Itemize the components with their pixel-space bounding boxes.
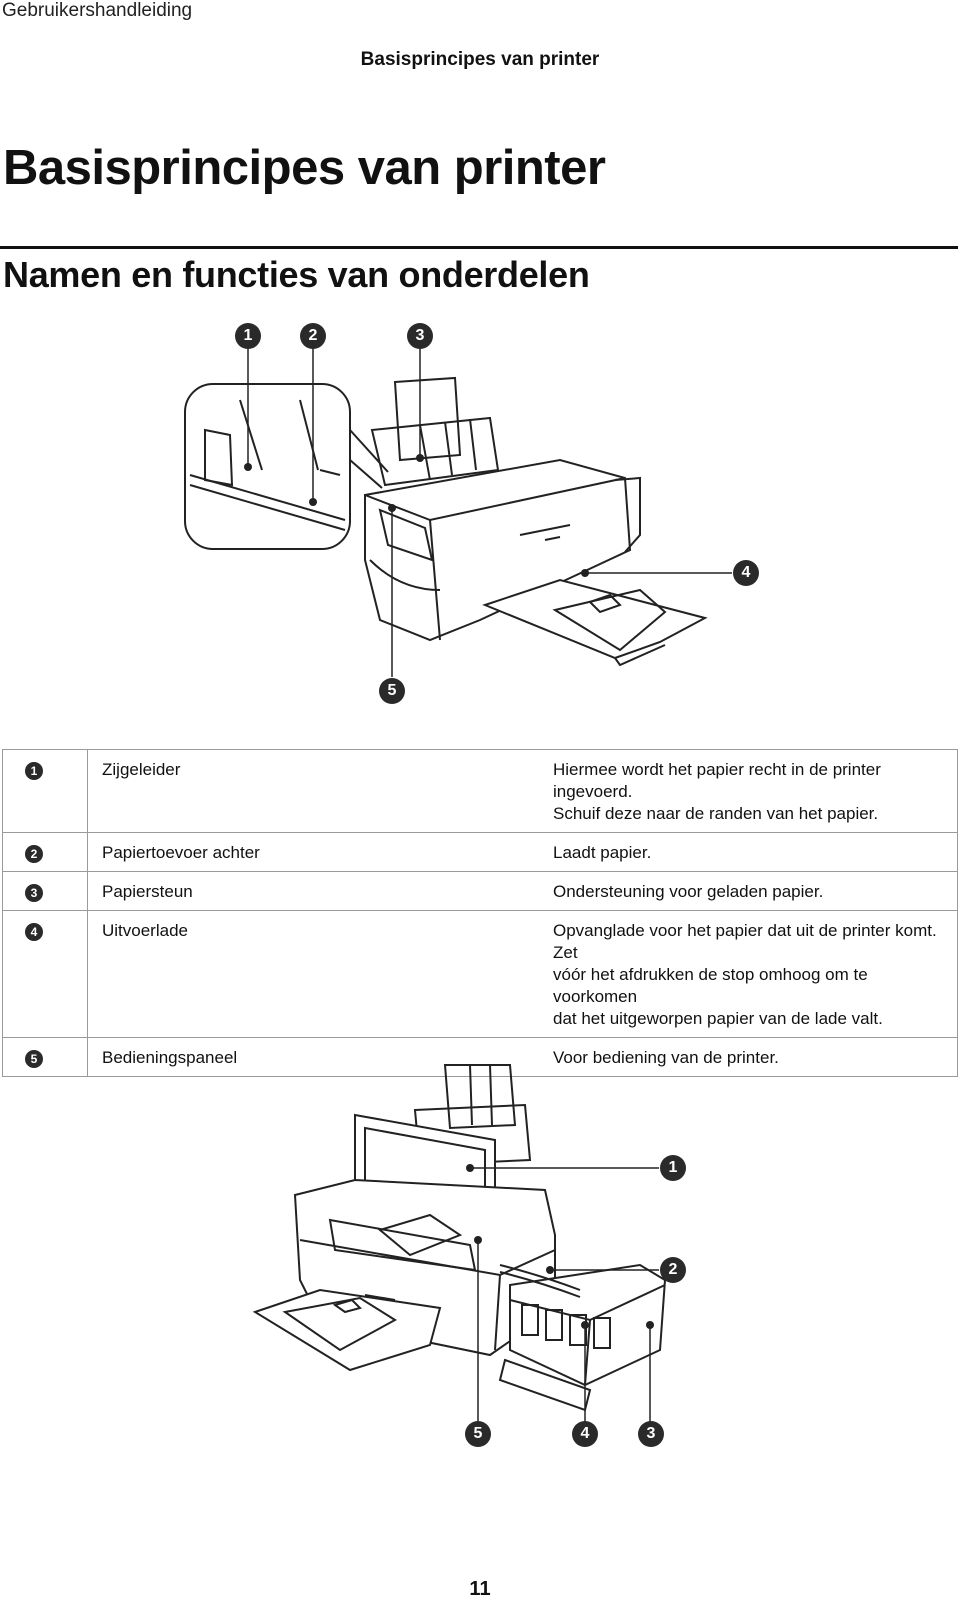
part-description: Ondersteuning voor geladen papier. (541, 871, 958, 911)
row-callout: 4 (25, 923, 43, 941)
row-callout: 2 (25, 845, 43, 863)
table-row: 1 Zijgeleider Hiermee wordt het papier r… (2, 749, 958, 833)
title-rule (0, 246, 958, 249)
part-description: Hiermee wordt het papier recht in de pri… (541, 749, 958, 833)
callout-2: 2 (660, 1257, 686, 1283)
table-row: 5 Bedieningspaneel Voor bediening van de… (2, 1037, 958, 1077)
callout-4: 4 (733, 560, 759, 586)
callout-5: 5 (465, 1421, 491, 1447)
section-header: Basisprincipes van printer (360, 49, 600, 70)
part-name: Papiertoevoer achter (87, 832, 541, 872)
part-name: Bedieningspaneel (87, 1037, 541, 1077)
section-title: Namen en functies van onderdelen (3, 254, 590, 295)
page-number: 11 (469, 1578, 491, 1600)
part-name: Zijgeleider (87, 749, 541, 833)
page-title: Basisprincipes van printer (3, 141, 606, 195)
callout-1: 1 (235, 323, 261, 349)
row-callout: 1 (25, 762, 43, 780)
callout-5: 5 (379, 678, 405, 704)
part-name: Uitvoerlade (87, 910, 541, 1038)
printer-ink-tank-illustration (252, 1064, 667, 1422)
part-description: Opvanglade voor het papier dat uit de pr… (541, 910, 958, 1038)
part-name: Papiersteun (87, 871, 541, 911)
table-row: 2 Papiertoevoer achter Laadt papier. (2, 832, 958, 872)
callout-1: 1 (660, 1155, 686, 1181)
row-callout: 3 (25, 884, 43, 902)
parts-table: 1 Zijgeleider Hiermee wordt het papier r… (2, 749, 958, 1077)
table-row: 3 Papiersteun Ondersteuning voor geladen… (2, 871, 958, 911)
row-callout: 5 (25, 1050, 43, 1068)
printer-front-illustration (184, 348, 732, 677)
table-row: 4 Uitvoerlade Opvanglade voor het papier… (2, 910, 958, 1038)
part-description: Voor bediening van de printer. (541, 1037, 958, 1077)
callout-2: 2 (300, 323, 326, 349)
callout-3: 3 (407, 323, 433, 349)
running-head: Gebruikershandleiding (2, 0, 193, 21)
callout-4: 4 (572, 1421, 598, 1447)
part-description: Laadt papier. (541, 832, 958, 872)
callout-3: 3 (638, 1421, 664, 1447)
